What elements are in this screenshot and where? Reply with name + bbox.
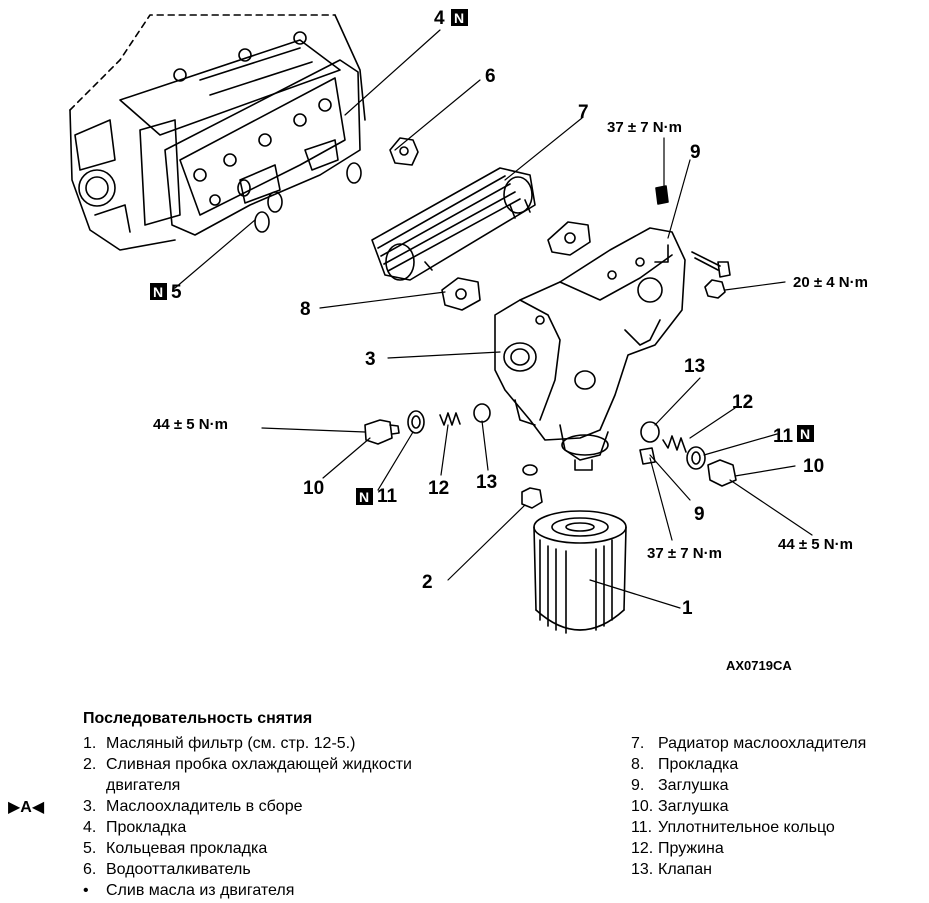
legend-item: 12.Пружина [631,840,724,857]
callout-9-top: 9 [690,142,701,163]
legend-item: 10.Заглушка [631,798,729,815]
callout-12-left: 12 [428,478,449,499]
svg-text:N: N [454,10,464,26]
legend-item: 13.Клапан [631,861,712,878]
torque-plug-10-left: 44 ± 5 N·m [153,416,228,433]
bolt-and-nut-right [691,251,731,299]
plug-9-top [655,185,669,205]
left-plug-10 [364,419,400,445]
new-part-marker-11-right: N [797,425,814,442]
right-spring-12 [662,435,687,453]
callout-10-right: 10 [803,456,824,477]
gasket-4 [164,59,361,236]
oil-filter-1 [533,510,627,634]
o-rings-5 [237,162,362,233]
callout-2: 2 [422,572,433,593]
right-valve-13 [640,421,660,443]
figure-reference: AX0719CA [726,658,792,673]
oil-cooler-radiator-7 [371,167,536,281]
callout-12-right: 12 [732,392,753,413]
svg-text:N: N [359,489,369,505]
new-part-marker-4: N [451,9,468,26]
callout-10-left: 10 [303,478,324,499]
parts-legend-right: 7.Радиатор маслоохладителя 8.Прокладка 9… [631,733,921,880]
legend-item: 3.Маслоохладитель в сборе [83,798,303,815]
callout-6: 6 [485,66,496,87]
new-part-marker-5: N [150,283,167,300]
left-valve-13 [473,403,491,423]
callout-4: 4 [434,8,445,29]
torque-plug-9-top: 37 ± 7 N·m [607,119,682,136]
legend-item: 11.Уплотнительное кольцо [631,819,835,836]
torque-specs: 37 ± 7 N·m 20 ± 4 N·m 44 ± 5 N·m 37 ± 7 … [153,119,868,562]
callout-8: 8 [300,299,311,320]
legend-item: 4.Прокладка [83,819,187,836]
callout-13-left: 13 [476,472,497,493]
legend-item: 9.Заглушка [631,777,729,794]
left-spring-12 [439,412,461,426]
service-point-mark: ▶A◀ [8,799,45,816]
torque-plug-9-bottom: 37 ± 7 N·m [647,545,722,562]
svg-text:N: N [153,284,163,300]
legend-item: 5.Кольцевая прокладка [83,840,268,857]
callout-9-bottom: 9 [694,504,705,525]
drain-plug-2 [521,464,543,509]
right-plug-10 [707,459,737,487]
legend-item: 6.Водоотталкиватель [83,861,251,878]
water-deflector-6 [389,137,419,166]
parts-legend-left: 1.Масляный фильтр (см. стр. 12-5.) 2.Сли… [83,733,503,901]
new-part-marker-11-left: N [356,488,373,505]
legend-item: •Слив масла из двигателя [83,882,295,899]
callout-labels: 4 6 7 9 5 8 3 13 12 11 10 10 11 12 13 9 … [171,8,824,619]
oil-cooler-housing-3 [494,227,686,471]
legend-item: 1.Масляный фильтр (см. стр. 12-5.) [83,735,356,752]
leader-lines [174,29,813,609]
torque-bolt-right: 20 ± 4 N·m [793,274,868,291]
legend-item: двигателя [106,777,181,794]
svg-text:N: N [800,426,810,442]
engine-block [69,14,366,251]
callout-11-left: 11 [377,486,398,507]
callout-3: 3 [365,349,376,370]
legend-item: 2.Сливная пробка охлаждающей жидкости [83,756,412,773]
callout-7: 7 [578,102,589,123]
callout-5: 5 [171,282,182,303]
legend-item: 7.Радиатор маслоохладителя [631,735,867,752]
left-seal-11 [407,410,425,434]
right-plug-9 [639,447,656,465]
callout-13-right: 13 [684,356,705,377]
new-part-markers: N N N N [150,9,814,505]
legend-item: 8.Прокладка [631,756,739,773]
exploded-view-diagram: 4 6 7 9 5 8 3 13 12 11 10 10 11 12 13 9 … [69,8,868,673]
right-seal-11 [686,446,706,470]
gasket-8 [441,221,591,311]
removal-sequence-title: Последовательность снятия [83,710,313,727]
callout-1: 1 [682,598,693,619]
callout-11-right: 11 [773,426,794,447]
torque-plug-10-right: 44 ± 5 N·m [778,536,853,553]
